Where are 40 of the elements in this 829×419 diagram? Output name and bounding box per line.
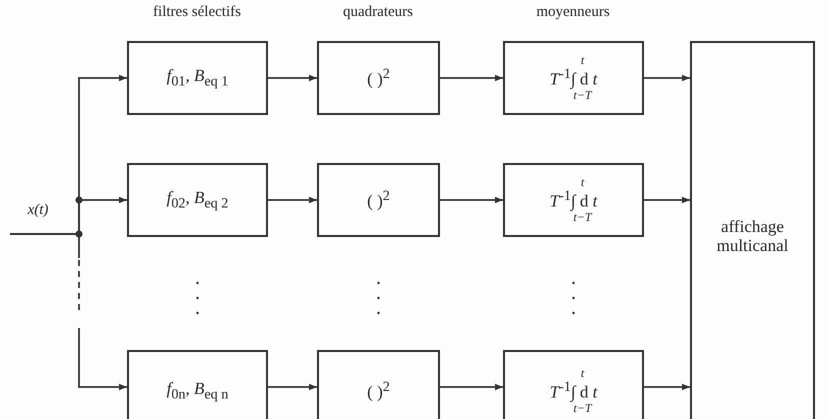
node-text: affichage multicanal bbox=[716, 218, 790, 256]
process-box bbox=[503, 41, 644, 115]
process-box bbox=[317, 350, 440, 419]
node-text: T$^{-1}$∫ d t bbox=[550, 66, 598, 90]
arrow bbox=[644, 74, 690, 82]
integral-limit: t bbox=[580, 366, 584, 380]
node-text: ( )$^{2}$ bbox=[367, 380, 390, 402]
node-text: f$_{01}$, B$_{eq 1}$ bbox=[166, 66, 228, 90]
arrow bbox=[440, 196, 503, 204]
arrow bbox=[268, 384, 317, 390]
process-box bbox=[127, 41, 268, 115]
arrow bbox=[268, 196, 317, 204]
integral-limit: t−T bbox=[573, 211, 592, 224]
process-box bbox=[503, 350, 644, 419]
process-box bbox=[127, 163, 268, 237]
arrow bbox=[10, 233, 127, 390]
display-box bbox=[690, 41, 815, 419]
signal-label: x(t) bbox=[28, 202, 48, 219]
column-heading: moyenneurs bbox=[536, 4, 610, 21]
integral-limit: t bbox=[580, 54, 584, 67]
integral-limit: t−T bbox=[573, 89, 592, 102]
integral-limit: t−T bbox=[573, 402, 592, 416]
node-text: ( )$^{2}$ bbox=[367, 188, 390, 212]
integral-limit: t bbox=[580, 176, 584, 189]
column-heading: quadrateurs bbox=[343, 4, 413, 21]
arrow bbox=[644, 384, 690, 390]
process-box bbox=[503, 163, 644, 237]
node-text: ( )$^{2}$ bbox=[367, 66, 390, 90]
node-text: f$_{0n}$, B$_{eq n}$ bbox=[166, 380, 228, 402]
process-box bbox=[317, 163, 440, 237]
process-box bbox=[317, 41, 440, 115]
node-text: f$_{02}$, B$_{eq 2}$ bbox=[166, 188, 228, 212]
node-text: T$^{-1}$∫ d t bbox=[550, 188, 598, 212]
column-heading: filtres sélectifs bbox=[153, 4, 241, 21]
node-text: T$^{-1}$∫ d t bbox=[550, 380, 598, 402]
arrow bbox=[268, 74, 317, 82]
arrow bbox=[644, 196, 690, 204]
arrow bbox=[440, 384, 503, 390]
process-box bbox=[127, 350, 268, 419]
arrow bbox=[440, 74, 503, 82]
